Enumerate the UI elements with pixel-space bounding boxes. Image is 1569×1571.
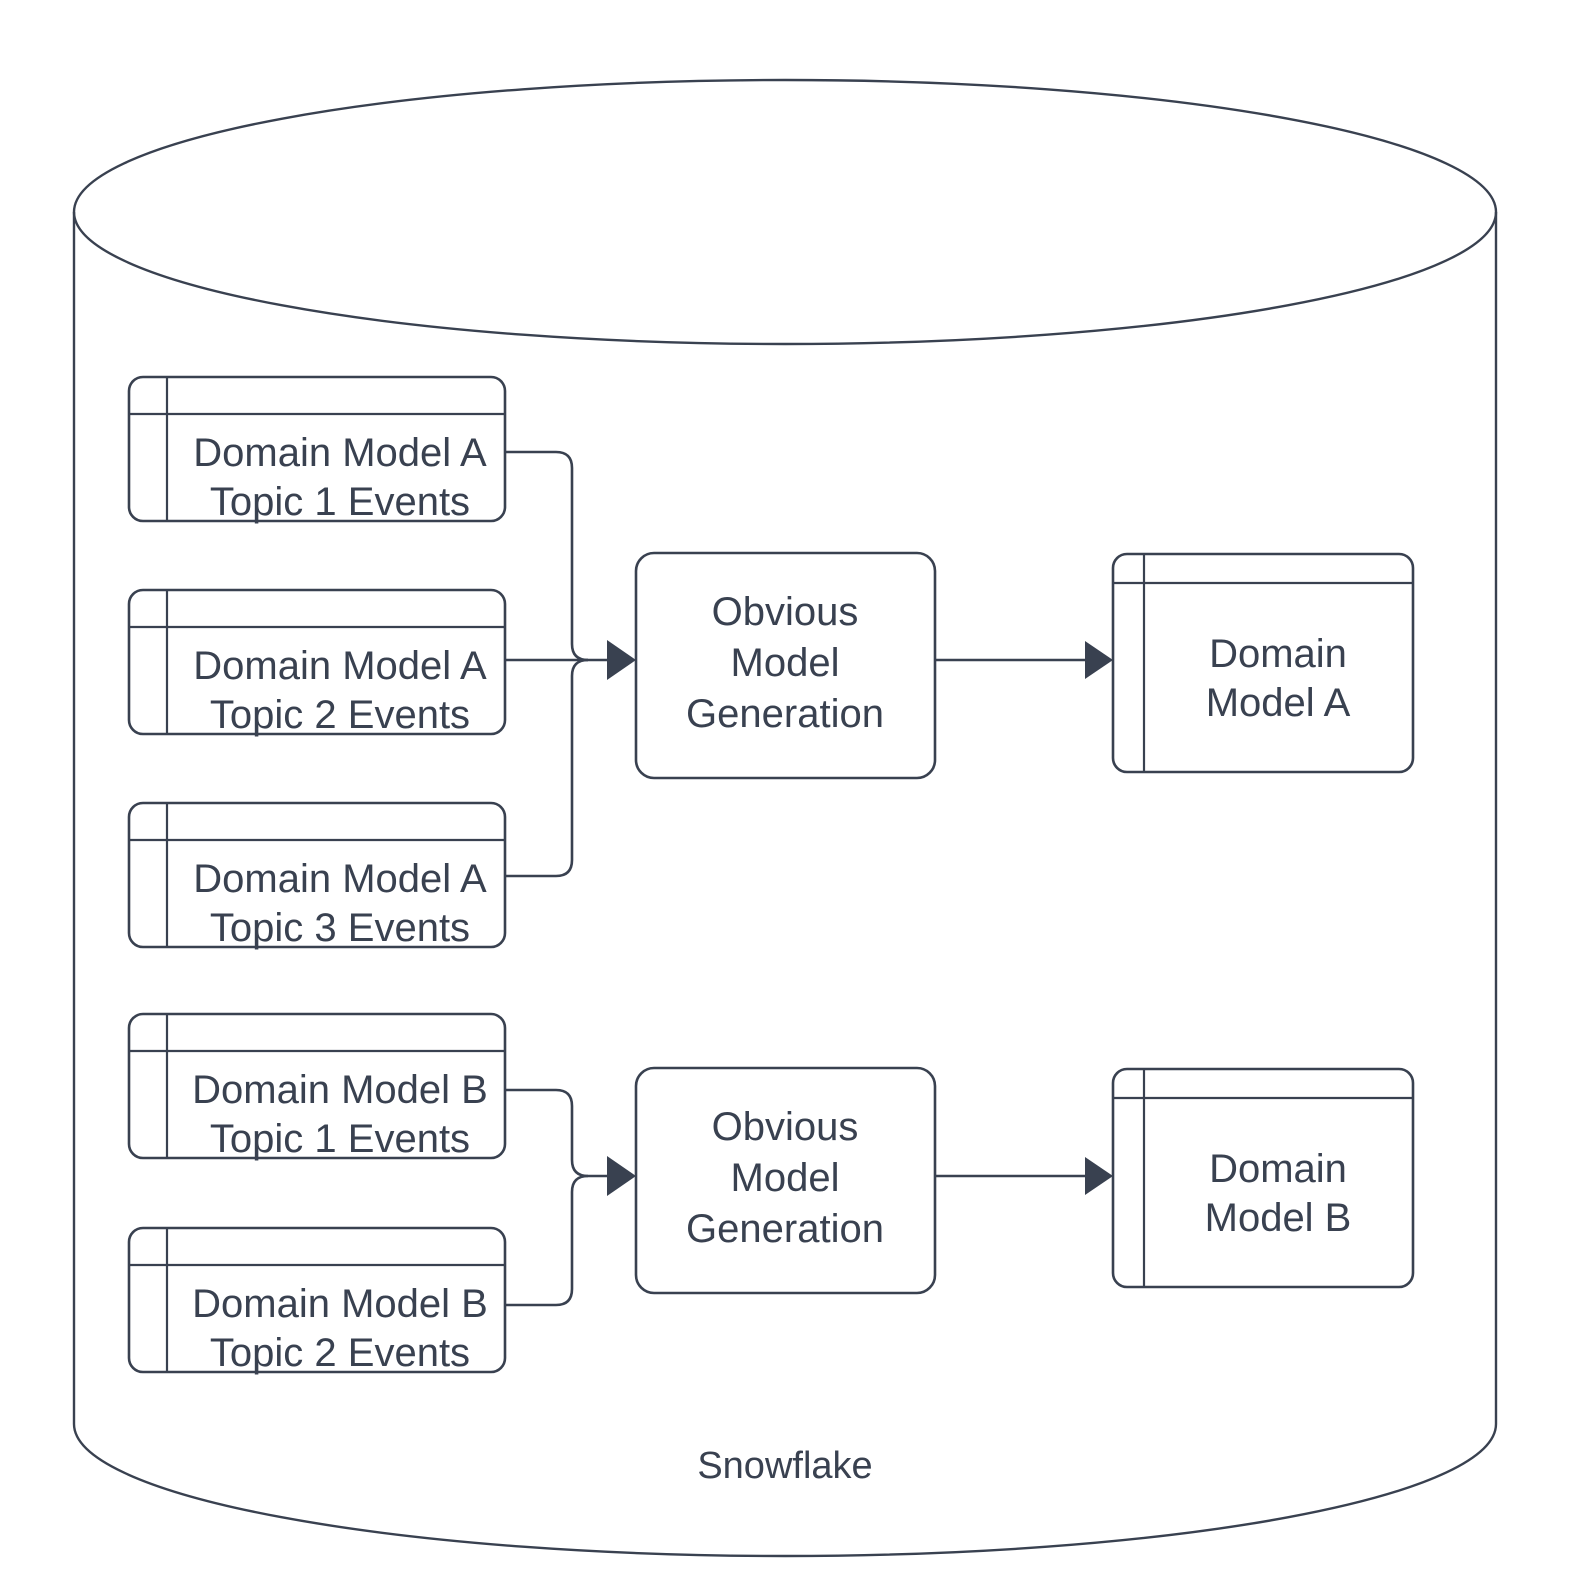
process-box-b[interactable]: Obvious Model Generation (634, 1066, 937, 1295)
connector-group-b (505, 1088, 636, 1307)
process-a-line1: Obvious (712, 590, 859, 634)
source-table-a3[interactable]: Domain Model A Topic 3 Events (127, 801, 507, 950)
source-a1-line2: Topic 1 Events (210, 480, 470, 524)
connector-b2-to-process (505, 1174, 589, 1307)
connector-b1-to-process (505, 1088, 589, 1178)
arrowhead-into-output-b (1085, 1157, 1113, 1195)
process-box-a[interactable]: Obvious Model Generation (634, 551, 937, 780)
cylinder-top-ellipse (72, 78, 1498, 346)
connector-group-a (505, 450, 636, 878)
process-b-line2: Model (731, 1156, 840, 1200)
process-a-line3: Generation (686, 692, 884, 736)
snowflake-cylinder: Snowflake (72, 78, 1498, 1558)
source-table-b1[interactable]: Domain Model B Topic 1 Events (127, 1012, 507, 1161)
arrowhead-into-output-a (1085, 641, 1113, 679)
process-outline (634, 551, 937, 780)
table-outline (1111, 1067, 1415, 1289)
source-b1-line1: Domain Model B (192, 1068, 488, 1112)
snowflake-label: Snowflake (697, 1445, 872, 1487)
connector-process-b-to-output-b (935, 1157, 1113, 1195)
output-a-line2: Model A (1206, 681, 1351, 725)
source-b2-line1: Domain Model B (192, 1282, 488, 1326)
source-table-a2[interactable]: Domain Model A Topic 2 Events (127, 588, 507, 737)
source-a3-line2: Topic 3 Events (210, 906, 470, 950)
connector-a1-to-process (505, 450, 589, 662)
source-b1-line2: Topic 1 Events (210, 1117, 470, 1161)
arrowhead-into-process-a (607, 640, 636, 680)
cylinder-body (72, 212, 1498, 1558)
source-a2-line2: Topic 2 Events (210, 693, 470, 737)
process-b-line1: Obvious (712, 1105, 859, 1149)
output-table-a[interactable]: Domain Model A (1111, 552, 1415, 774)
process-a-line2: Model (731, 641, 840, 685)
connector-a3-to-process (505, 658, 589, 878)
output-table-b[interactable]: Domain Model B (1111, 1067, 1415, 1289)
output-b-line2: Model B (1205, 1196, 1352, 1240)
connector-process-a-to-output-a (935, 641, 1113, 679)
arrowhead-into-process-b (607, 1156, 636, 1196)
output-b-line1: Domain (1209, 1147, 1347, 1191)
source-a1-line1: Domain Model A (193, 431, 487, 475)
table-outline (1111, 552, 1415, 774)
source-a3-line1: Domain Model A (193, 857, 487, 901)
process-b-line3: Generation (686, 1207, 884, 1251)
output-a-line1: Domain (1209, 632, 1347, 676)
source-a2-line1: Domain Model A (193, 644, 487, 688)
source-table-a1[interactable]: Domain Model A Topic 1 Events (127, 375, 507, 524)
source-table-b2[interactable]: Domain Model B Topic 2 Events (127, 1226, 507, 1375)
source-b2-line2: Topic 2 Events (210, 1331, 470, 1375)
process-outline (634, 1066, 937, 1295)
